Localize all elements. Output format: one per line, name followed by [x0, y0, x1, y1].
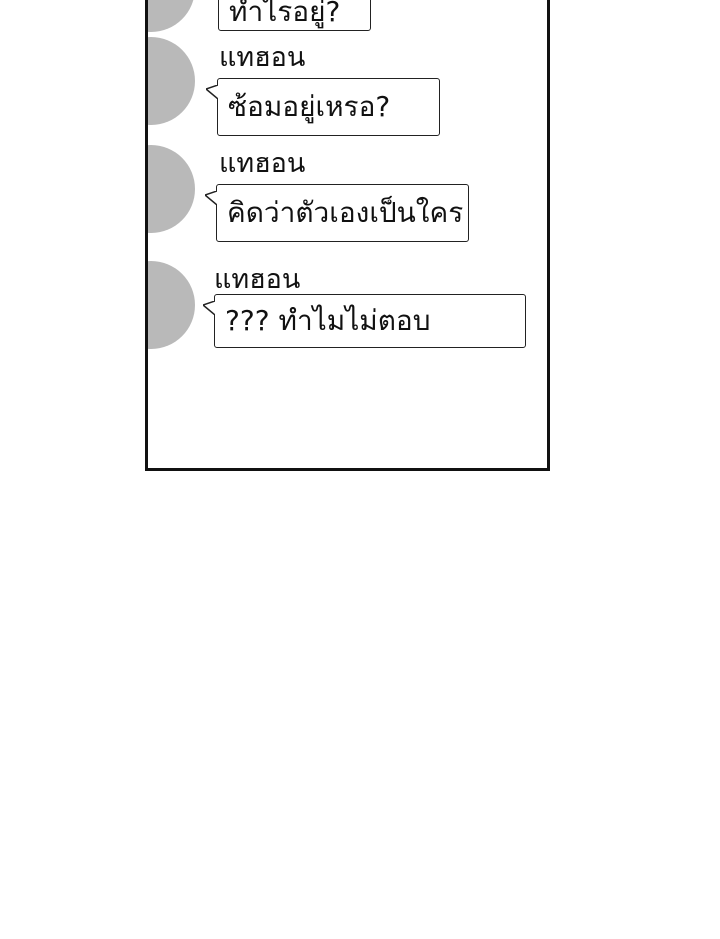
comic-panel-chat: ทำไรอยู่? แทฮอน ซ้อมอยู่เหรอ? แทฮอน คิดว…	[145, 0, 550, 471]
sender-name: แทฮอน	[219, 42, 306, 73]
message-text: ซ้อมอยู่เหรอ?	[228, 90, 391, 123]
chat-bubble: ทำไรอยู่?	[218, 0, 371, 31]
bubble-tail	[203, 301, 215, 315]
chat-bubble: คิดว่าตัวเองเป็นใคร	[205, 184, 469, 242]
avatar	[148, 261, 195, 349]
bubble-tail	[206, 85, 218, 99]
message-text: ??? ทำไมไม่ตอบ	[225, 304, 431, 337]
chat-bubble: ซ้อมอยู่เหรอ?	[206, 78, 440, 136]
bubble-tail	[205, 191, 217, 205]
avatar	[148, 0, 195, 32]
avatar	[148, 37, 195, 125]
avatar	[148, 145, 195, 233]
message-text: คิดว่าตัวเองเป็นใคร	[227, 196, 464, 229]
sender-name: แทฮอน	[219, 148, 306, 179]
message-text: ทำไรอยู่?	[229, 0, 341, 28]
chat-bubble: ??? ทำไมไม่ตอบ	[203, 294, 526, 348]
sender-name: แทฮอน	[214, 264, 301, 295]
